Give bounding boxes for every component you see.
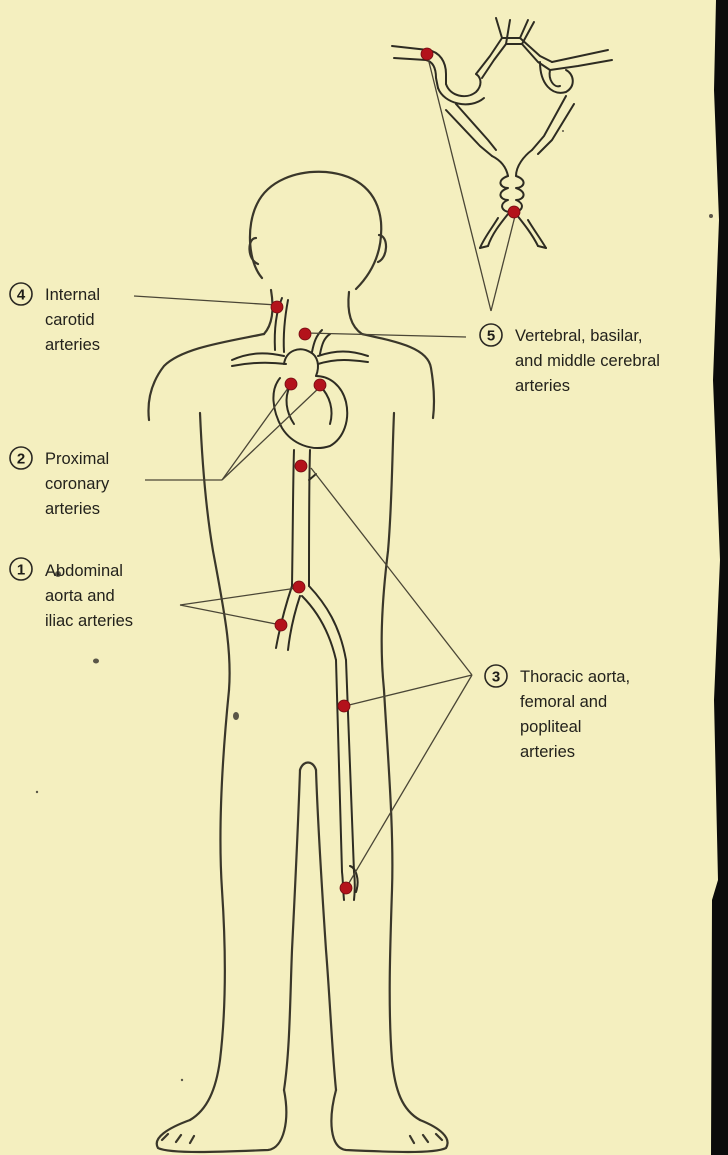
site-label-line: carotid bbox=[45, 311, 95, 329]
lesion-marker-coronary-left bbox=[285, 378, 297, 390]
site-label-line: and middle cerebral bbox=[515, 352, 660, 370]
site-label-line: arteries bbox=[45, 500, 100, 518]
site-label-line: Vertebral, basilar, bbox=[515, 327, 643, 345]
lesion-marker-abdominal-aorta bbox=[293, 581, 305, 593]
site-number: 2 bbox=[17, 451, 25, 468]
site-label-line: femoral and bbox=[520, 693, 607, 711]
site-label-line: aorta and bbox=[45, 587, 115, 605]
lesion-marker-coronary-right bbox=[314, 379, 326, 391]
site-number: 5 bbox=[487, 328, 495, 345]
site-label-line: arteries bbox=[520, 743, 575, 761]
site-label-line: arteries bbox=[45, 336, 100, 354]
site-label-line: popliteal bbox=[520, 718, 581, 736]
site-label-line: arteries bbox=[515, 377, 570, 395]
lesion-marker-vertebral bbox=[299, 328, 311, 340]
site-label-line: Thoracic aorta, bbox=[520, 668, 630, 686]
lesion-marker-circle-of-willis bbox=[421, 48, 433, 60]
site-number: 3 bbox=[492, 669, 500, 686]
lesion-marker-femoral bbox=[338, 700, 350, 712]
lesion-marker-carotid bbox=[271, 301, 283, 313]
site-label-line: iliac arteries bbox=[45, 612, 133, 630]
lesion-marker-popliteal bbox=[340, 882, 352, 894]
site-label-line: Proximal bbox=[45, 450, 109, 468]
aorta-right-wall bbox=[309, 450, 310, 586]
site-label-line: Abdominal bbox=[45, 562, 123, 580]
site-number: 1 bbox=[17, 562, 25, 579]
site-label-line: coronary bbox=[45, 475, 110, 493]
lesion-marker-basilar bbox=[508, 206, 520, 218]
lesion-marker-thoracic-aorta bbox=[295, 460, 307, 472]
site-number: 4 bbox=[17, 287, 26, 304]
site-label-line: Internal bbox=[45, 286, 100, 304]
lesion-marker-iliac bbox=[275, 619, 287, 631]
